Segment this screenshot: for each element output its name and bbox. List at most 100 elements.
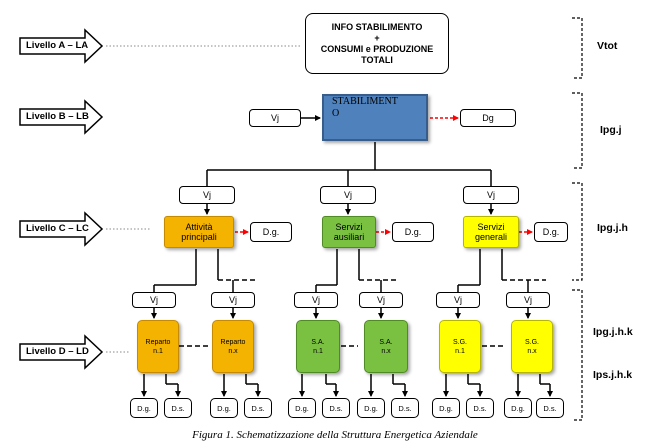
sg1-line-1: S.G.: [452, 338, 467, 346]
stabilimento-box: STABILIMENT O: [322, 94, 428, 141]
ipsjhk-label: Ips.j.h.k: [593, 369, 633, 381]
stabilimento-line-1: STABILIMENT: [332, 96, 398, 107]
sgx-line-1: S.G.: [524, 338, 539, 346]
sa-nx-box: S.A. n.x: [364, 320, 408, 373]
level-d-label: Livello D – LD: [26, 346, 89, 357]
servizi-generali-box: Servizi generali: [463, 216, 519, 248]
dg-box-d-1: D.g.: [130, 398, 158, 418]
dg-box-b: Dg: [460, 109, 516, 127]
dg-box-d-3: D.g.: [288, 398, 316, 418]
dg-label: D.g.: [364, 403, 378, 413]
sax-line-2: n.x: [381, 347, 391, 355]
info-line-1: INFO STABILIMENTO: [331, 21, 423, 32]
ds-box-d-1: D.s.: [164, 398, 192, 418]
ds-box-d-3: D.s.: [322, 398, 350, 418]
level-a-label: Livello A – LA: [26, 40, 89, 51]
dg-box-d-6: D.g.: [504, 398, 532, 418]
vj-label: Vj: [376, 295, 385, 305]
sax-line-1: S.A.: [379, 338, 393, 346]
vj-box-d-6: Vj: [506, 292, 550, 308]
vj-label: Vj: [149, 295, 158, 305]
repartox-line-2: n.x: [228, 347, 238, 355]
sgx-line-2: n.x: [527, 347, 537, 355]
servizi-gen-line-2: generali: [474, 232, 508, 242]
level-b-arrow: [19, 99, 104, 135]
ipgjhk-label: Ipg.j.h.k: [593, 326, 633, 338]
sg-nx-box: S.G. n.x: [511, 320, 553, 373]
sa1-line-1: S.A.: [311, 338, 325, 346]
vj-box-c-3: Vj: [463, 186, 519, 204]
vj-label: Vj: [343, 190, 352, 200]
vj-box-d-3: Vj: [294, 292, 338, 308]
vj-label: Vj: [523, 295, 532, 305]
stabilimento-line-2: O: [332, 108, 340, 119]
info-line-3: CONSUMI e PRODUZIONE: [320, 43, 434, 54]
ipgj-label: Ipg.j: [600, 124, 622, 136]
vj-box-d-5: Vj: [436, 292, 480, 308]
vj-box-c-1: Vj: [179, 186, 235, 204]
dg-label: D.g.: [511, 403, 525, 413]
dg-label: D.g.: [137, 403, 151, 413]
vj-label: Vj: [311, 295, 320, 305]
attivita-principali-box: Attività principali: [164, 216, 234, 248]
ipgjh-label: Ipg.j.h: [597, 222, 628, 234]
servizi-aus-line-1: Servizi: [335, 222, 363, 232]
reparto1-line-2: n.1: [153, 347, 163, 355]
level-c-arrow: [19, 211, 104, 247]
dg-label: D.g.: [217, 403, 231, 413]
vj-label: Vj: [486, 190, 495, 200]
servizi-ausiliari-box: Servizi ausiliari: [322, 216, 376, 248]
servizi-gen-line-1: Servizi: [477, 222, 505, 232]
info-line-4: TOTALI: [361, 54, 393, 65]
dg-label: D.g.: [262, 227, 280, 237]
ds-label: D.s.: [251, 403, 265, 413]
sg1-line-2: n.1: [455, 347, 465, 355]
vj-label: Vj: [228, 295, 237, 305]
dg-label: D.g.: [404, 227, 422, 237]
sg-n1-box: S.G. n.1: [439, 320, 481, 373]
level-d-arrow: [19, 334, 104, 370]
attivita-line-1: Attività: [185, 222, 213, 232]
dg-label: D.g.: [439, 403, 453, 413]
level-c-label: Livello C – LC: [26, 223, 89, 234]
level-b-label: Livello B – LB: [26, 111, 89, 122]
dotted-leaders: [106, 45, 300, 353]
ds-label: D.s.: [171, 403, 185, 413]
reparto-n1-box: Reparto n.1: [137, 320, 179, 373]
vj-box-d-4: Vj: [359, 292, 403, 308]
dg-box-c-1: D.g.: [250, 222, 292, 242]
ds-label: D.s.: [473, 403, 487, 413]
reparto-nx-box: Reparto n.x: [212, 320, 254, 373]
figure-caption: Figura 1. Schematizzazione della Struttu…: [192, 429, 478, 441]
sa1-line-2: n.1: [313, 347, 323, 355]
reparto1-line-1: Reparto: [145, 338, 171, 346]
dg-box-c-2: D.g.: [392, 222, 434, 242]
vj-label: Vj: [202, 190, 211, 200]
ds-box-d-2: D.s.: [244, 398, 272, 418]
dg-label: D.g.: [295, 403, 309, 413]
ds-box-d-4: D.s.: [391, 398, 419, 418]
vtot-label: Vtot: [597, 40, 618, 52]
repartox-line-1: Reparto: [220, 338, 246, 346]
ds-label: D.s.: [398, 403, 412, 413]
sa-n1-box: S.A. n.1: [296, 320, 340, 373]
level-arrows: [19, 28, 104, 370]
info-line-2: +: [374, 32, 380, 43]
ds-label: D.s.: [329, 403, 343, 413]
attivita-line-2: principali: [181, 232, 217, 242]
dg-box-d-5: D.g.: [432, 398, 460, 418]
dg-label: D.g.: [542, 227, 560, 237]
dg-box-d-2: D.g.: [210, 398, 238, 418]
right-brackets: [572, 17, 583, 421]
vj-box-c-2: Vj: [320, 186, 376, 204]
ds-box-d-5: D.s.: [466, 398, 494, 418]
info-stabilimento-box: INFO STABILIMENTO + CONSUMI e PRODUZIONE…: [305, 13, 449, 74]
level-a-arrow: [19, 28, 104, 64]
ds-box-d-6: D.s.: [536, 398, 564, 418]
servizi-aus-line-2: ausiliari: [333, 232, 365, 242]
dg-top-label: Dg: [482, 113, 494, 123]
vj-label: Vj: [453, 295, 462, 305]
vj-box-d-2: Vj: [211, 292, 255, 308]
